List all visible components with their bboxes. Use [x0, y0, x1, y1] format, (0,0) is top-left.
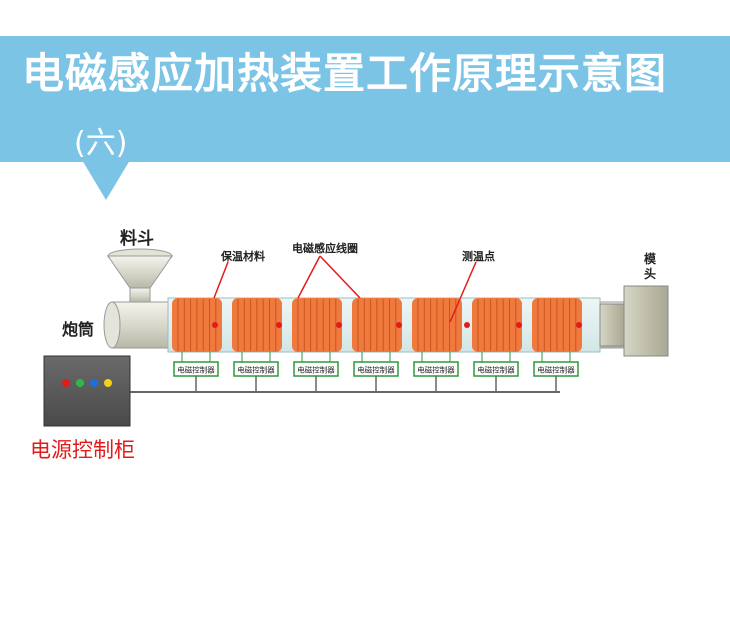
page-title: 电磁感应加热装置工作原理示意图 — [22, 49, 668, 98]
temperature-point — [212, 322, 218, 328]
indicator-light — [90, 379, 98, 387]
temperature-point — [396, 322, 402, 328]
coil-label: 电磁感应线圈 — [292, 242, 358, 255]
hopper-label: 料斗 — [120, 229, 154, 249]
em-controller-label: 电磁控制器 — [297, 365, 335, 375]
indicator-light — [104, 379, 112, 387]
temperature-point — [336, 322, 342, 328]
induction-coil — [412, 298, 462, 352]
temperature-point — [276, 322, 282, 328]
indicator-light — [62, 379, 70, 387]
die-head — [599, 285, 669, 357]
leader-lines — [213, 255, 477, 323]
temperature-point — [576, 322, 582, 328]
induction-coil — [472, 298, 522, 352]
temperature-point — [464, 322, 470, 328]
indicator-light — [76, 379, 84, 387]
em-controller: 电磁控制器 — [473, 352, 519, 392]
em-controller-label: 电磁控制器 — [177, 365, 215, 375]
induction-coil — [232, 298, 282, 352]
induction-coil — [292, 298, 342, 352]
power-cabinet — [43, 355, 131, 427]
insulation-label: 保温材料 — [221, 250, 265, 263]
cabinet-label: 电源控制柜 — [30, 438, 135, 462]
em-controller-label: 电磁控制器 — [417, 365, 455, 375]
em-controller-label: 电磁控制器 — [357, 365, 395, 375]
em-controller: 电磁控制器 — [173, 352, 219, 392]
em-controller: 电磁控制器 — [233, 352, 279, 392]
em-controller-label: 电磁控制器 — [537, 365, 575, 375]
em-controller: 电磁控制器 — [293, 352, 339, 392]
temperature-point — [516, 322, 522, 328]
banner-pointer — [82, 160, 130, 200]
em-controller-label: 电磁控制器 — [477, 365, 515, 375]
em-controller: 电磁控制器 — [413, 352, 459, 392]
induction-coil — [172, 298, 222, 352]
em-controller-label: 电磁控制器 — [237, 365, 275, 375]
hopper — [107, 248, 173, 303]
induction-coil — [352, 298, 402, 352]
die-head-label: 模头 — [644, 252, 657, 281]
barrel-label: 炮筒 — [62, 320, 95, 339]
temp-point-label: 测温点 — [462, 250, 495, 263]
em-controller: 电磁控制器 — [353, 352, 399, 392]
em-controller: 电磁控制器 — [533, 352, 579, 392]
induction-coil — [532, 298, 582, 352]
page-subtitle: (六) — [74, 126, 128, 161]
title-banner — [0, 36, 730, 162]
